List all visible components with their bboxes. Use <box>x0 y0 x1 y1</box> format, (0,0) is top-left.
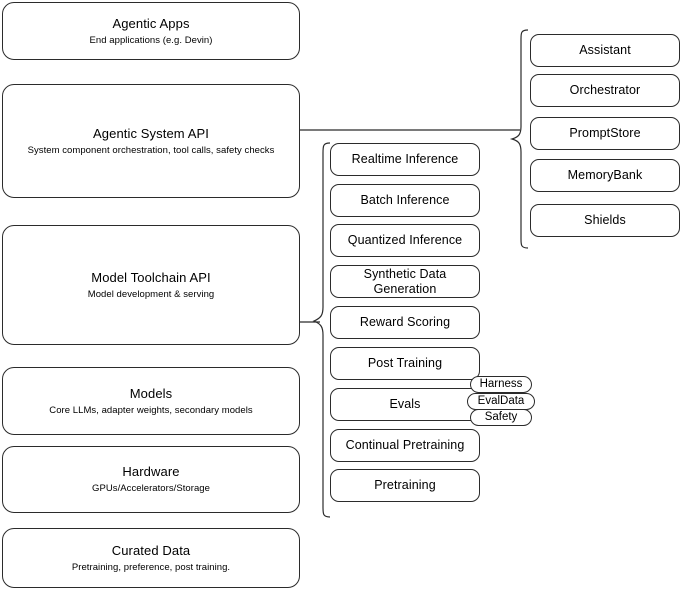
layer-title: Hardware <box>122 464 180 479</box>
layer-title: Agentic Apps <box>112 15 190 31</box>
component-label: Evals <box>389 397 421 411</box>
component-evals[interactable]: Evals <box>330 388 480 421</box>
component-promptstore[interactable]: PromptStore <box>530 117 680 150</box>
layer-subtitle: Model development & serving <box>87 288 215 300</box>
component-label: Continual Pretraining <box>345 438 465 452</box>
component-label: Shields <box>584 213 626 227</box>
component-label: Reward Scoring <box>359 315 451 329</box>
component-batch-inference[interactable]: Batch Inference <box>330 184 480 217</box>
component-label: Post Training <box>367 356 443 370</box>
layer-agentic-apps[interactable]: Agentic Apps End applications (e.g. Devi… <box>2 2 300 60</box>
component-quantized-inference[interactable]: Quantized Inference <box>330 224 480 257</box>
layer-title: Curated Data <box>111 542 191 558</box>
component-label: Quantized Inference <box>347 233 463 247</box>
layer-models[interactable]: Models Core LLMs, adapter weights, secon… <box>2 367 300 435</box>
component-label: Assistant <box>579 43 631 57</box>
component-synthetic-data-generation[interactable]: Synthetic Data Generation <box>330 265 480 298</box>
toolchain-components-brace <box>312 142 331 518</box>
layer-subtitle: System component orchestration, tool cal… <box>27 144 275 156</box>
component-shields[interactable]: Shields <box>530 204 680 237</box>
component-label: Realtime Inference <box>351 152 459 166</box>
component-label: PromptStore <box>569 126 641 140</box>
component-label: Pretraining <box>374 478 436 492</box>
agentic-components-brace <box>509 29 529 249</box>
component-label: Batch Inference <box>360 193 450 207</box>
component-realtime-inference[interactable]: Realtime Inference <box>330 143 480 176</box>
component-assistant[interactable]: Assistant <box>530 34 680 67</box>
layer-title: Model Toolchain API <box>91 269 211 285</box>
component-continual-pretraining[interactable]: Continual Pretraining <box>330 429 480 462</box>
layer-subtitle: GPUs/Accelerators/Storage <box>92 483 210 494</box>
layer-model-toolchain-api[interactable]: Model Toolchain API Model development & … <box>2 225 300 345</box>
layer-curated-data[interactable]: Curated Data Pretraining, preference, po… <box>2 528 300 588</box>
eval-subcomponent-evaldata[interactable]: EvalData <box>467 393 535 410</box>
layer-subtitle: End applications (e.g. Devin) <box>89 34 213 46</box>
eval-subcomponent-safety[interactable]: Safety <box>470 409 532 426</box>
component-pretraining[interactable]: Pretraining <box>330 469 480 502</box>
component-label: Synthetic Data Generation <box>363 266 447 296</box>
component-label: Orchestrator <box>569 83 641 97</box>
layer-title: Agentic System API <box>93 125 209 141</box>
eval-subcomponent-harness[interactable]: Harness <box>470 376 532 393</box>
layer-subtitle: Pretraining, preference, post training. <box>71 561 231 573</box>
eval-subcomponent-label: Safety <box>484 411 518 423</box>
layer-subtitle: Core LLMs, adapter weights, secondary mo… <box>49 404 253 416</box>
component-label: MemoryBank <box>567 168 643 182</box>
eval-subcomponent-label: EvalData <box>477 395 525 407</box>
component-post-training[interactable]: Post Training <box>330 347 480 380</box>
connector-system-api-to-agentic-components <box>300 129 520 131</box>
layer-title: Models <box>129 385 173 401</box>
layer-hardware[interactable]: Hardware GPUs/Accelerators/Storage <box>2 446 300 513</box>
component-reward-scoring[interactable]: Reward Scoring <box>330 306 480 339</box>
layer-agentic-system-api[interactable]: Agentic System API System component orch… <box>2 84 300 198</box>
connector-toolchain-api-to-toolchain-components <box>300 321 320 323</box>
eval-subcomponent-label: Harness <box>479 378 523 390</box>
component-memorybank[interactable]: MemoryBank <box>530 159 680 192</box>
component-orchestrator[interactable]: Orchestrator <box>530 74 680 107</box>
